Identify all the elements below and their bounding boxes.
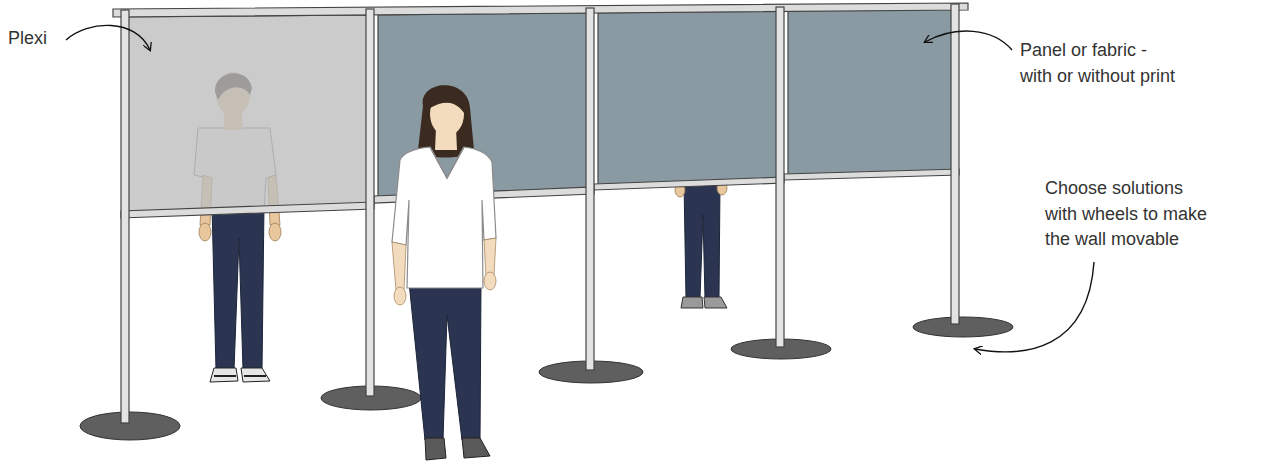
woman-figure-part — [425, 438, 446, 460]
woman-figure — [392, 85, 496, 460]
leader-arrow — [66, 25, 1094, 351]
woman-figure-part — [430, 88, 468, 120]
person-behind-part — [684, 182, 720, 298]
frame-rail-part — [784, 169, 959, 180]
man-figure-part — [214, 375, 266, 377]
post-part — [366, 9, 374, 396]
frame-rail — [113, 3, 968, 218]
frame-rail-part — [113, 3, 968, 17]
man-figure-part — [199, 223, 211, 241]
woman-figure-part — [484, 238, 496, 276]
post-base-part — [80, 412, 180, 440]
frame-rail-part — [594, 177, 784, 190]
woman-figure-part — [394, 287, 406, 305]
leader-arrow-part — [66, 25, 150, 50]
woman-figure-part — [484, 272, 496, 290]
panel-part — [788, 9, 955, 175]
person-behind-part — [704, 297, 727, 308]
post-part — [776, 7, 784, 347]
post-base-part — [913, 317, 1013, 337]
plexi-panel — [125, 15, 370, 212]
post-part — [586, 8, 594, 370]
wheels-label: Choose solutions with wheels to make the… — [1045, 176, 1213, 253]
man-figure-part — [212, 205, 264, 370]
post — [121, 4, 959, 423]
panel-part — [598, 11, 780, 185]
leader-arrow-part — [975, 262, 1094, 352]
leader-arrow-part — [925, 31, 1012, 50]
woman-figure-part — [392, 147, 496, 288]
post-part — [121, 10, 129, 423]
woman-figure-part — [409, 282, 481, 440]
person-behind — [675, 181, 727, 308]
panel-label: Panel or fabric - with or without print — [1020, 38, 1179, 89]
man-figure-part — [269, 223, 281, 241]
plexi-label: Plexi — [8, 26, 47, 52]
post-part — [951, 4, 959, 324]
panel — [125, 9, 955, 212]
woman-figure-part — [462, 438, 490, 458]
person-behind-part — [681, 297, 703, 308]
woman-figure-part — [430, 147, 464, 178]
woman-figure-part — [392, 242, 406, 290]
frame-rail-part — [121, 202, 374, 218]
